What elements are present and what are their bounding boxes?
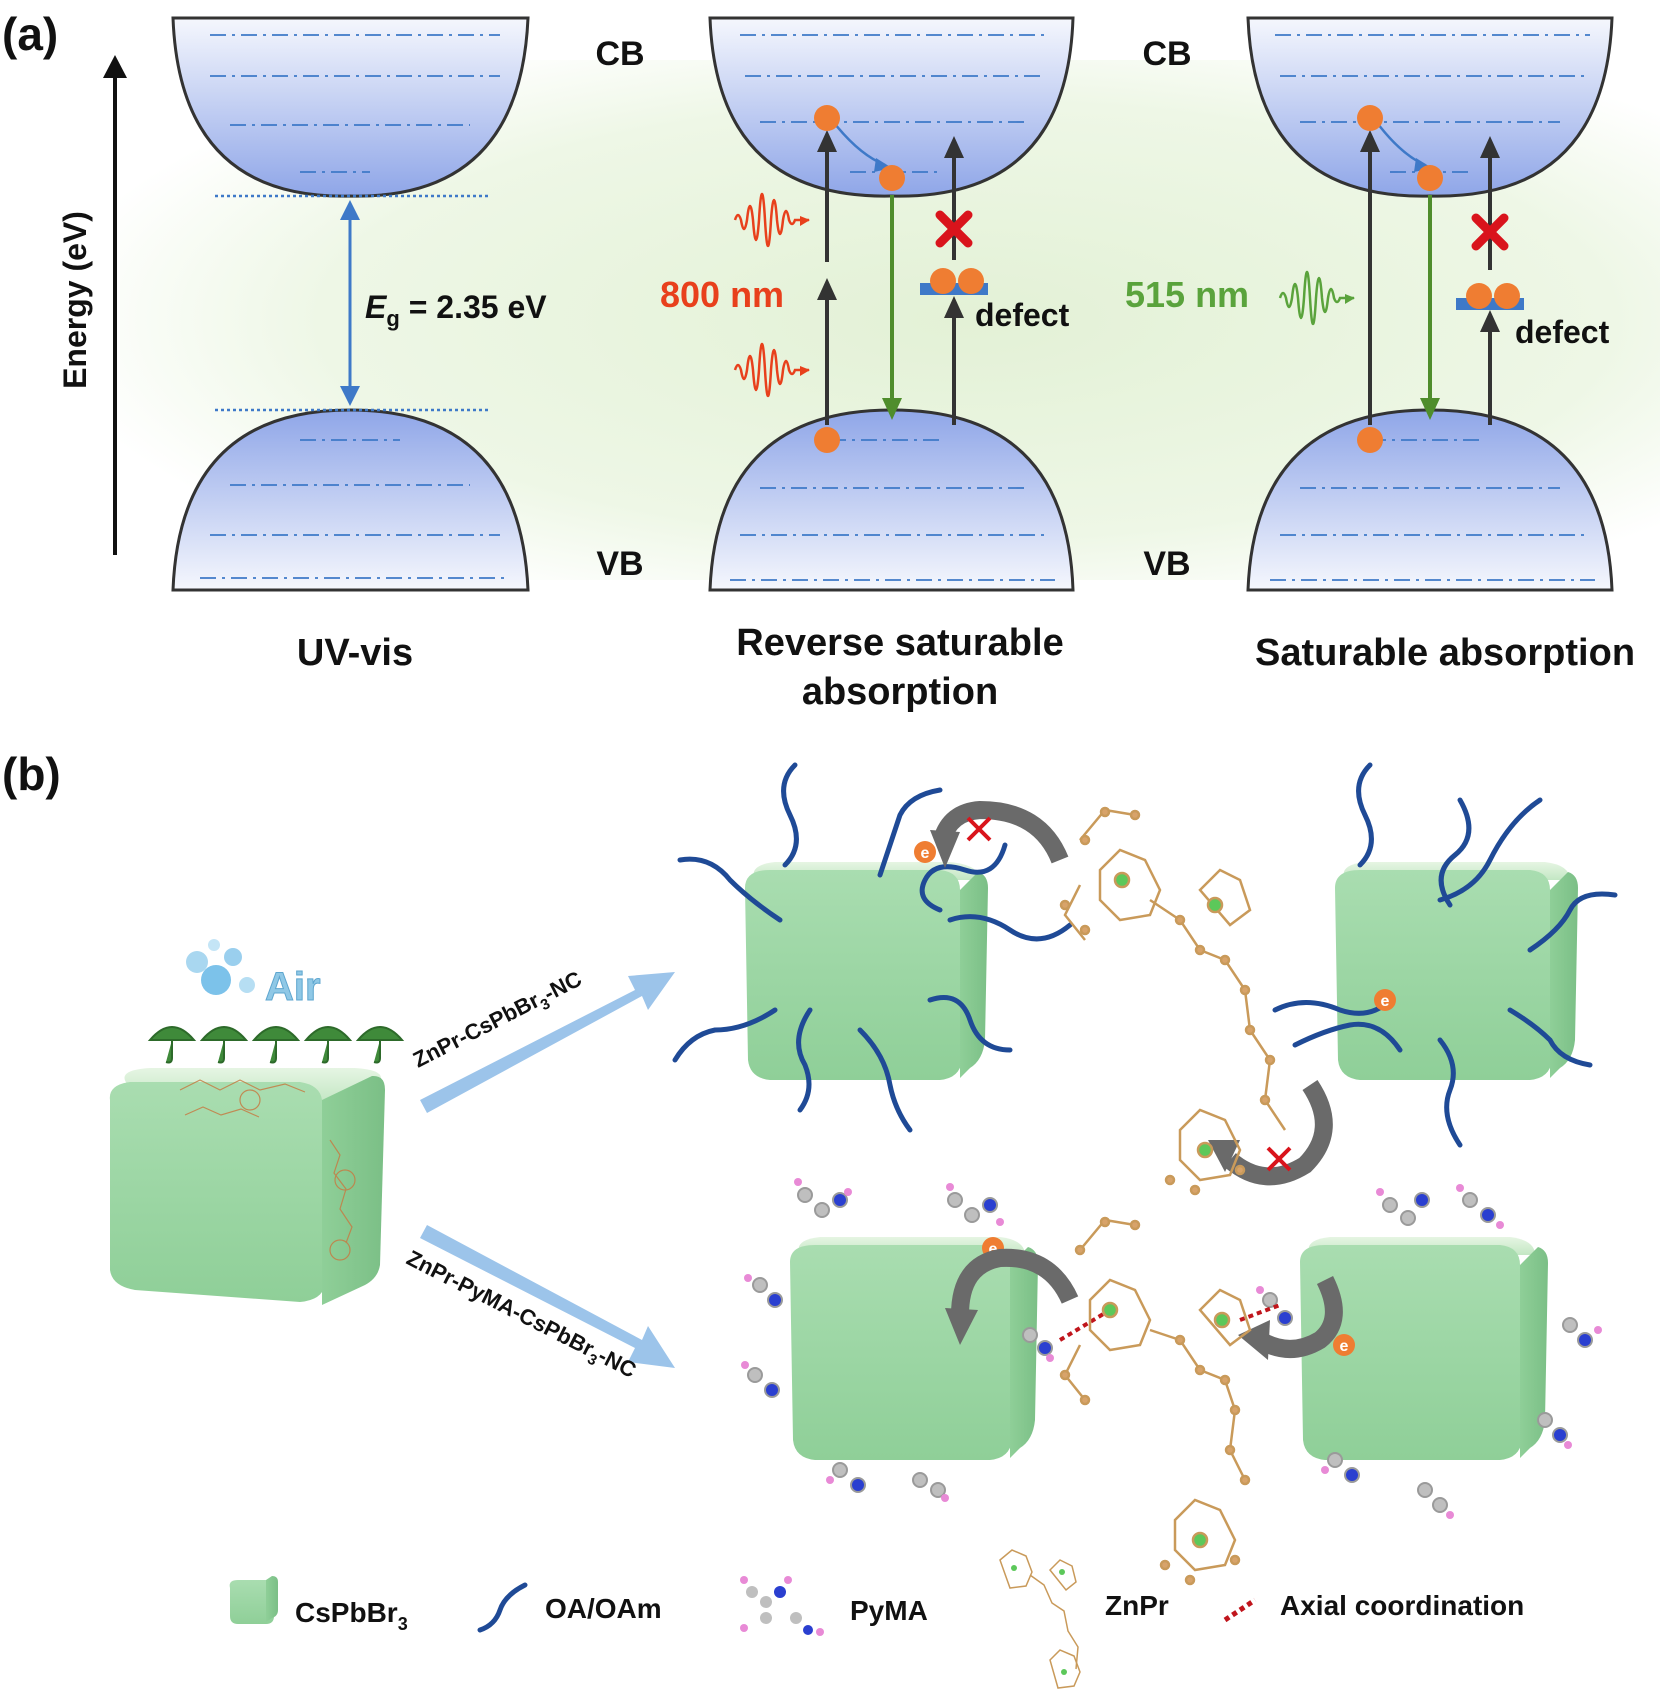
electron: [814, 105, 840, 131]
air-label: Air: [265, 965, 321, 1009]
title-uvvis: UV-vis: [297, 632, 413, 674]
legend-axial-coordination: Axial coordination: [1223, 1590, 1524, 1623]
svg-text:e: e: [921, 845, 930, 862]
band-diagram-sa: 515 nm defect Saturable absorption: [1125, 16, 1635, 674]
title-sa: Saturable absorption: [1255, 632, 1635, 674]
defect-label-1: defect: [975, 297, 1070, 333]
pulse-515-label: 515 nm: [1125, 274, 1249, 315]
znpr-molecule-bottom: [1059, 1216, 1252, 1586]
panel-a: (a) Energy (eV): [2, 8, 1660, 713]
svg-text:ZnPr: ZnPr: [1105, 1590, 1169, 1621]
svg-text:CsPbBr3: CsPbBr3: [295, 1597, 408, 1634]
arrow-to-znpr-pyma-cspbbr3-nc: [420, 1225, 675, 1368]
band-diagram-rsa: 800 nm defect Reverse saturable absorpti…: [660, 16, 1075, 713]
band-levels: [210, 34, 500, 173]
conduction-band: [171, 16, 530, 198]
label-znpr-pyma-cspbbr3-nc: ZnPr-PyMA-CsPbBr3-NC: [400, 1245, 640, 1387]
vb-label-2: VB: [1143, 545, 1190, 583]
cb-label-2: CB: [1142, 35, 1191, 73]
pulse-800-label: 800 nm: [660, 274, 784, 315]
energy-axis-arrowhead: [103, 55, 127, 78]
panel-b: (b) Air: [2, 748, 1618, 1586]
legend-cspbbr3: CsPbBr3: [229, 1576, 408, 1634]
energy-axis-label: Energy (eV): [57, 211, 93, 389]
svg-text:Axial coordination: Axial coordination: [1280, 1590, 1524, 1621]
vb-label-1: VB: [596, 545, 643, 583]
legend-pyma: PyMA: [740, 1576, 928, 1636]
svg-text:e: e: [1381, 993, 1390, 1010]
valence-band: [171, 408, 530, 592]
umbrella-row: [147, 1026, 405, 1064]
bandgap-label: Eg = 2.35 eV: [365, 289, 547, 331]
electron: [879, 165, 905, 191]
cube-with-pyma-right: e: [1238, 1184, 1602, 1519]
hole: [814, 427, 840, 453]
axial-coordination-bond: [1058, 1308, 1112, 1342]
legend-znpr: ZnPr: [999, 1549, 1169, 1689]
cube-with-oa-ligands-right: e: [1208, 762, 1618, 1186]
legend: CsPbBr3 OA/OAm PyMA ZnPr: [229, 1549, 1524, 1689]
svg-text:e: e: [989, 1241, 998, 1258]
znpr-molecule-top: [1059, 806, 1287, 1196]
cb-label-1: CB: [595, 35, 644, 73]
electron-badge: [914, 841, 936, 863]
pyma-ligand-cluster: [747, 1187, 1053, 1498]
red-pulse-icon: [733, 193, 809, 247]
band-diagram-uvvis: Eg = 2.35 eV UV-vis: [171, 16, 547, 674]
defect-label-2: defect: [1515, 314, 1610, 350]
green-pulse-icon: [1278, 271, 1354, 325]
legend-oa-oam: OA/OAm: [477, 1582, 662, 1633]
panel-b-label: (b): [2, 748, 61, 800]
panel-a-label: (a): [2, 8, 58, 60]
cspbbr3-cube-large: [109, 1068, 385, 1305]
title-rsa-1: Reverse saturable: [736, 622, 1063, 664]
cube-with-pyma-left: e: [741, 1178, 1112, 1502]
title-rsa-2: absorption: [802, 671, 998, 713]
svg-text:PyMA: PyMA: [850, 1595, 928, 1626]
air-icon: Air: [186, 939, 321, 1010]
arrow-to-znpr-cspbbr3-nc: [420, 972, 675, 1113]
svg-text:OA/OAm: OA/OAm: [545, 1593, 662, 1624]
svg-text:e: e: [1340, 1338, 1349, 1355]
cube-with-oa-ligands-left: e: [672, 762, 1073, 1133]
